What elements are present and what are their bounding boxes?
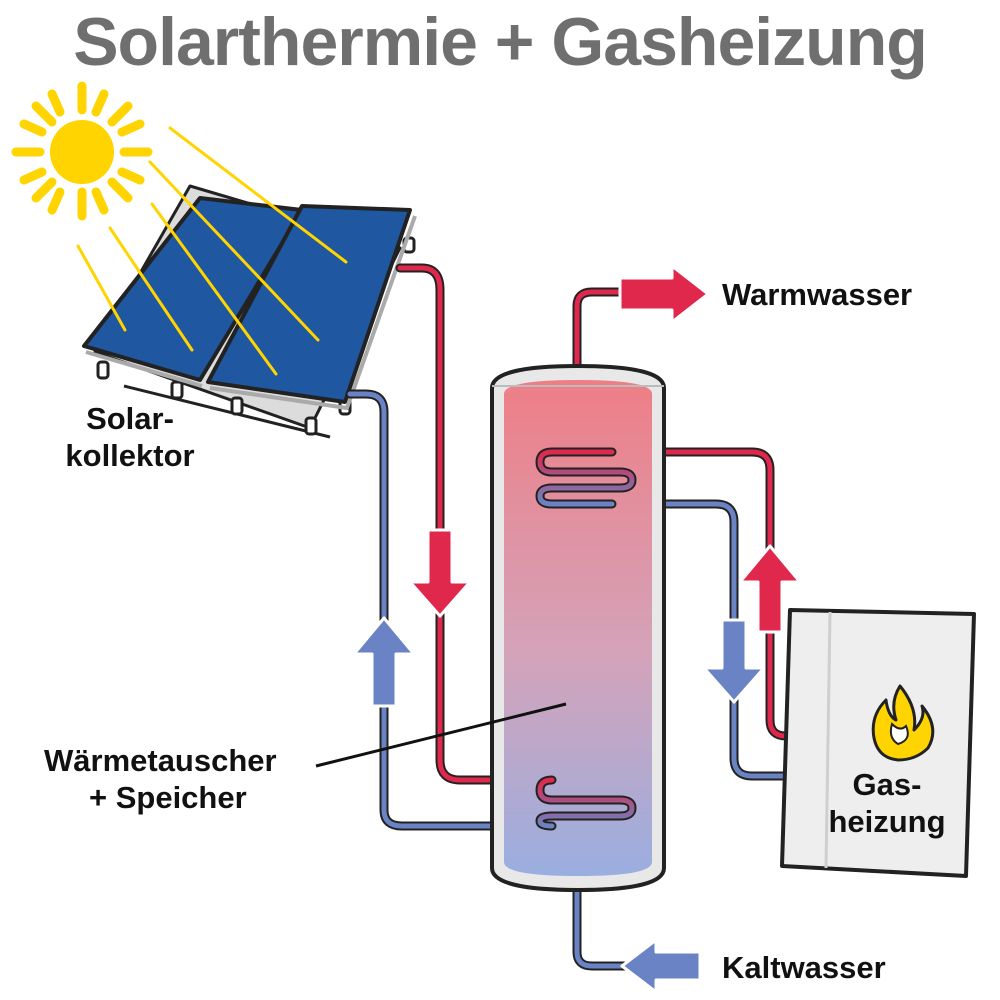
lower-heat-exchanger-coil bbox=[535, 775, 637, 831]
flow-arrows bbox=[352, 264, 802, 994]
gas-down-arrow bbox=[702, 618, 766, 704]
solarkollektor-label-line2: kollektor bbox=[65, 438, 195, 473]
gasheizung-label-line2: heizung bbox=[828, 804, 946, 839]
upper-heat-exchanger-coil bbox=[535, 447, 637, 509]
solar-up-arrow bbox=[352, 616, 416, 708]
waermetauscher-label-line2: + Speicher bbox=[89, 780, 247, 815]
kaltwasser-label: Kaltwasser bbox=[722, 950, 886, 985]
coldwater-arrow bbox=[620, 938, 702, 994]
solar-cold-pipe bbox=[345, 389, 557, 831]
page-title: Solarthermie + Gasheizung bbox=[73, 4, 928, 80]
waermetauscher-label-line1: Wärmetauscher bbox=[44, 743, 277, 778]
flame-icon bbox=[871, 684, 935, 762]
sun-rays bbox=[76, 126, 348, 376]
sun-icon bbox=[11, 81, 153, 221]
coldwater-pipe bbox=[572, 875, 645, 971]
solar-down-arrow bbox=[408, 528, 472, 618]
solarkollektor-label-line1: Solar- bbox=[86, 401, 174, 436]
gas-up-arrow bbox=[738, 544, 802, 634]
gasheizung-label: Gas- heizung bbox=[812, 766, 962, 840]
heat-exchanger-leader-line bbox=[315, 702, 567, 768]
warmwasser-label: Warmwasser bbox=[722, 277, 913, 312]
solar-collector bbox=[82, 184, 417, 439]
gasheizung-label-line1: Gas- bbox=[852, 767, 922, 802]
warmwater-pipe bbox=[572, 287, 637, 383]
solarkollektor-label: Solar- kollektor bbox=[50, 400, 210, 474]
warmwater-arrow bbox=[618, 264, 710, 324]
waermetauscher-label: Wärmetauscher + Speicher bbox=[44, 742, 277, 816]
storage-tank bbox=[490, 363, 666, 893]
solar-hot-pipe bbox=[395, 263, 557, 785]
